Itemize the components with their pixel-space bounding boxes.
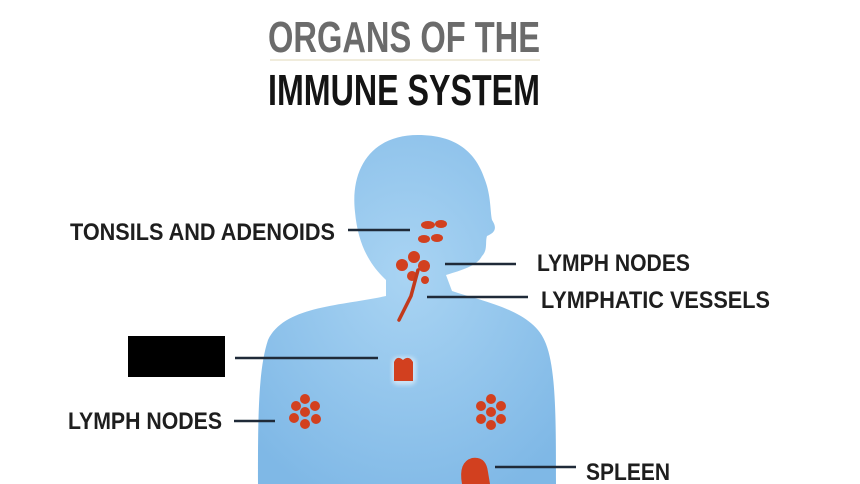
label-neck-lymph-nodes: LYMPH NODES bbox=[537, 250, 690, 277]
neck-lymph-nodes-organ bbox=[396, 251, 430, 284]
label-tonsils-and-adenoids: TONSILS AND ADENOIDS bbox=[70, 219, 335, 246]
armpit-lymph-nodes-right bbox=[476, 394, 506, 430]
tonsils-and-adenoids-organ bbox=[418, 220, 447, 243]
armpit-lymph-nodes-left bbox=[289, 394, 321, 429]
title-line-1: ORGANS OF THE bbox=[268, 13, 540, 62]
spleen-organ bbox=[461, 457, 490, 484]
title-line-2: IMMUNE SYSTEM bbox=[268, 66, 540, 115]
label-lymphatic-vessels: LYMPHATIC VESSELS bbox=[541, 287, 770, 314]
thymus-organ bbox=[392, 357, 416, 385]
label-armpit-lymph-nodes: LYMPH NODES bbox=[68, 408, 222, 435]
lymphatic-vessel bbox=[397, 268, 420, 322]
body-silhouette bbox=[258, 135, 556, 484]
label-spleen: SPLEEN bbox=[586, 459, 670, 484]
redacted-label-box bbox=[128, 336, 225, 377]
